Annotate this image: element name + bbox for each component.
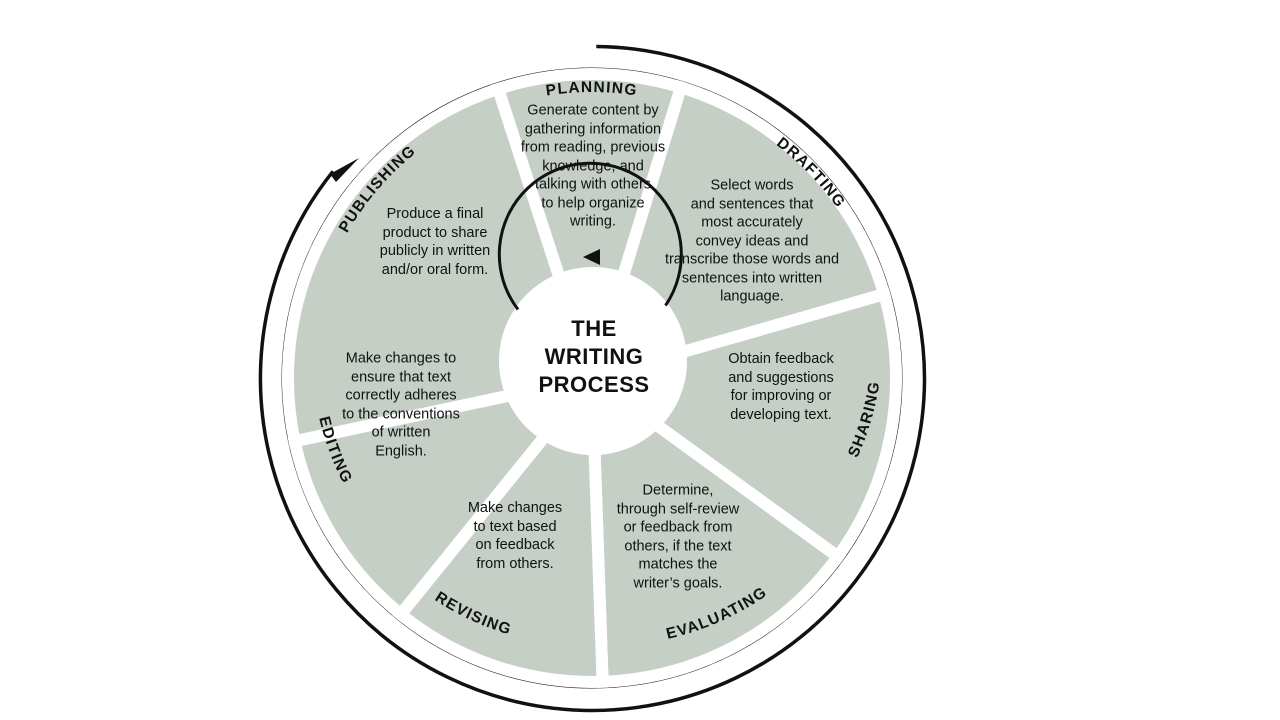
center-title-line-2: WRITING [545,344,644,369]
segment-revising [392,361,609,688]
center-title-line-1: THE [571,316,617,341]
outer-arrowhead-icon [330,158,359,182]
desc-sharing: Obtain feedback and suggestions for impr… [728,351,834,423]
segment-evaluating [585,365,847,689]
center-hub [499,267,687,455]
desc-revising: Make changes to text based on feedback f… [467,500,563,572]
center-title-line-3: PROCESS [538,372,649,397]
desc-editing: Make changes to ensure that text correct… [342,350,460,460]
desc-publishing: Produce a final product to share publicl… [379,206,491,278]
segment-editing [287,368,608,623]
inner-arrowhead-icon [583,249,600,265]
outer-cycle-arrow [258,44,927,713]
desc-evaluating: Determine, through self-review or feedba… [616,482,740,592]
desc-planning: Generate content by gathering informatio… [520,102,666,230]
desc-drafting: Select words and sentences that most acc… [664,177,840,305]
inner-cycle-arrow [497,161,683,311]
segment-planning [490,68,689,398]
